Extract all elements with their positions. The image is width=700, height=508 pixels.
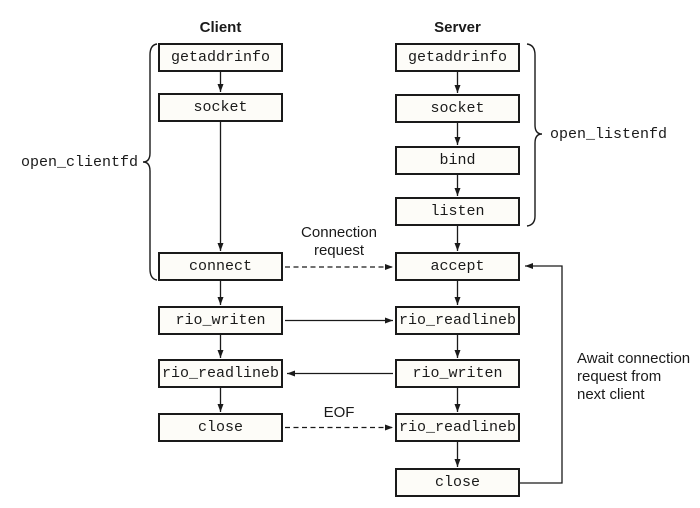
client-box-getaddrinfo: getaddrinfo (158, 43, 283, 72)
server-box-socket: socket (395, 94, 520, 123)
server-box-rio-readlineb: rio_readlineb (395, 306, 520, 335)
client-box-close: close (158, 413, 283, 442)
label-await-connection: Await connection request from next clien… (577, 350, 690, 404)
label-await-line3: next client (577, 386, 645, 403)
server-box-getaddrinfo: getaddrinfo (395, 43, 520, 72)
server-column-title: Server (434, 19, 481, 36)
label-connection-request: Connection request (283, 224, 395, 260)
server-box-rio-writen: rio_writen (395, 359, 520, 388)
label-open-clientfd: open_clientfd (20, 154, 138, 171)
client-box-rio-writen: rio_writen (158, 306, 283, 335)
label-connection-request-line2: request (313, 242, 365, 259)
server-box-bind: bind (395, 146, 520, 175)
arrow-loop-close-to-accept (520, 263, 563, 484)
label-await-line1: Await connection (577, 350, 691, 367)
label-await-line2: request from (577, 368, 662, 385)
label-connection-request-line1: Connection (301, 224, 377, 241)
client-column-title: Client (199, 19, 242, 36)
label-eof: EOF (323, 404, 355, 421)
client-box-socket: socket (158, 93, 283, 122)
client-box-connect: connect (158, 252, 283, 281)
brace-open-clientfd (142, 43, 158, 281)
server-box-listen: listen (395, 197, 520, 226)
client-box-rio-readlineb: rio_readlineb (158, 359, 283, 388)
server-box-close: close (395, 468, 520, 497)
server-box-accept: accept (395, 252, 520, 281)
server-box-rio-readlineb2: rio_readlineb (395, 413, 520, 442)
brace-open-listenfd (526, 43, 543, 227)
label-open-listenfd: open_listenfd (550, 126, 668, 143)
